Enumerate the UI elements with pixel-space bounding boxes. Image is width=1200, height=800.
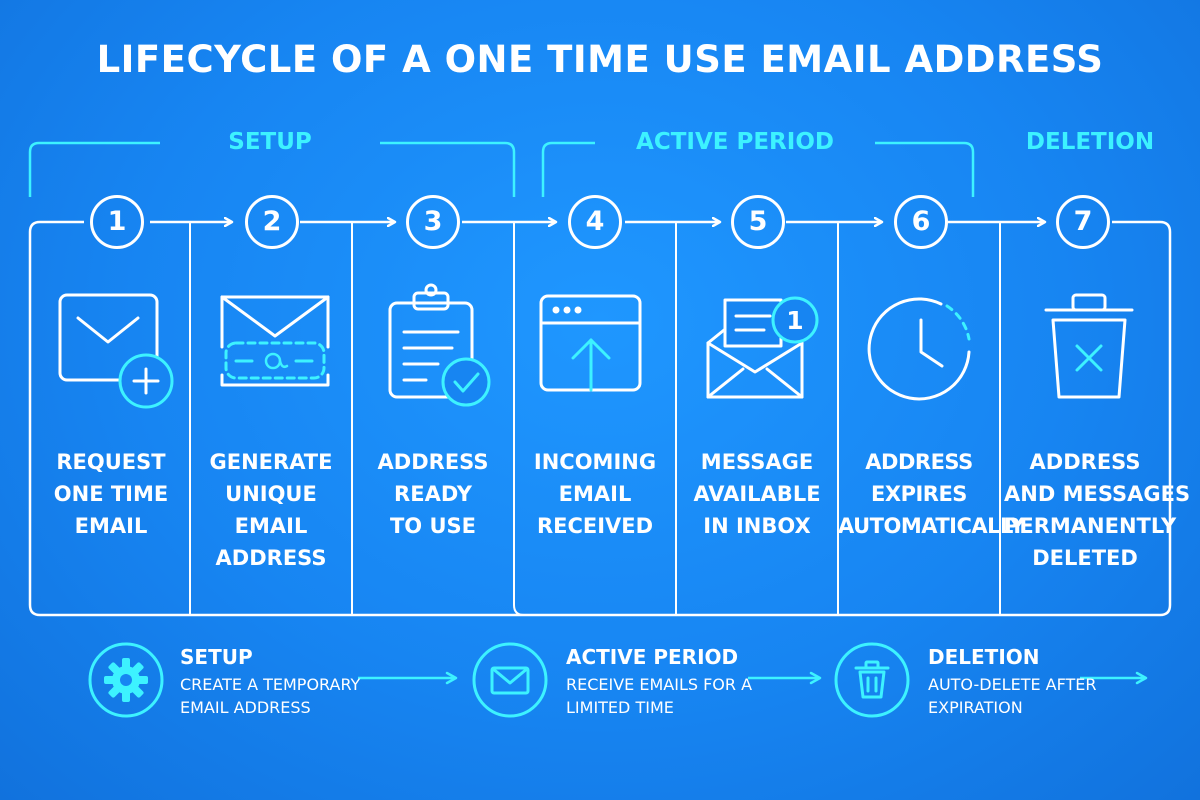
- step-number-6: 6: [894, 195, 948, 249]
- summary-icon-active-period: [472, 642, 548, 718]
- column-dividers: [189, 222, 1001, 616]
- notification-badge-count: 1: [786, 306, 803, 335]
- step-number-3: 3: [406, 195, 460, 249]
- envelope-plus-icon: [58, 293, 174, 409]
- phase-label-setup: SETUP: [228, 129, 312, 155]
- gear-icon: [104, 658, 148, 702]
- summary-title-deletion: DELETION: [928, 645, 1040, 669]
- envelope-at-icon: [220, 295, 330, 387]
- notification-badge: [771, 296, 819, 344]
- step-number-2: 2: [245, 195, 299, 249]
- envelope-icon: [490, 666, 530, 695]
- phase-bracket-active-period: [541, 141, 975, 197]
- summary-icon-setup: [88, 642, 164, 718]
- summary-icon-deletion: [834, 642, 910, 718]
- browser-upload-icon: [539, 294, 642, 392]
- trash-icon: [854, 660, 890, 699]
- phase-label-deletion: DELETION: [1025, 129, 1155, 155]
- clock-icon: [867, 297, 971, 401]
- step-number-1: 1: [90, 195, 144, 249]
- summary-title-active-period: ACTIVE PERIOD: [566, 645, 739, 669]
- summary-title-setup: SETUP: [180, 645, 253, 669]
- open-envelope-badge-icon: [706, 298, 804, 399]
- clipboard-check-icon: [388, 283, 491, 407]
- phase-label-active-period: ACTIVE PERIOD: [636, 129, 834, 155]
- step-number-4: 4: [568, 195, 622, 249]
- page-title: LIFECYCLE OF A ONE TIME USE EMAIL ADDRES…: [96, 38, 1104, 81]
- step-number-5: 5: [731, 195, 785, 249]
- step-number-7: 7: [1056, 195, 1110, 249]
- trash-x-icon: [1044, 293, 1134, 399]
- phase-bracket-setup: [28, 141, 516, 197]
